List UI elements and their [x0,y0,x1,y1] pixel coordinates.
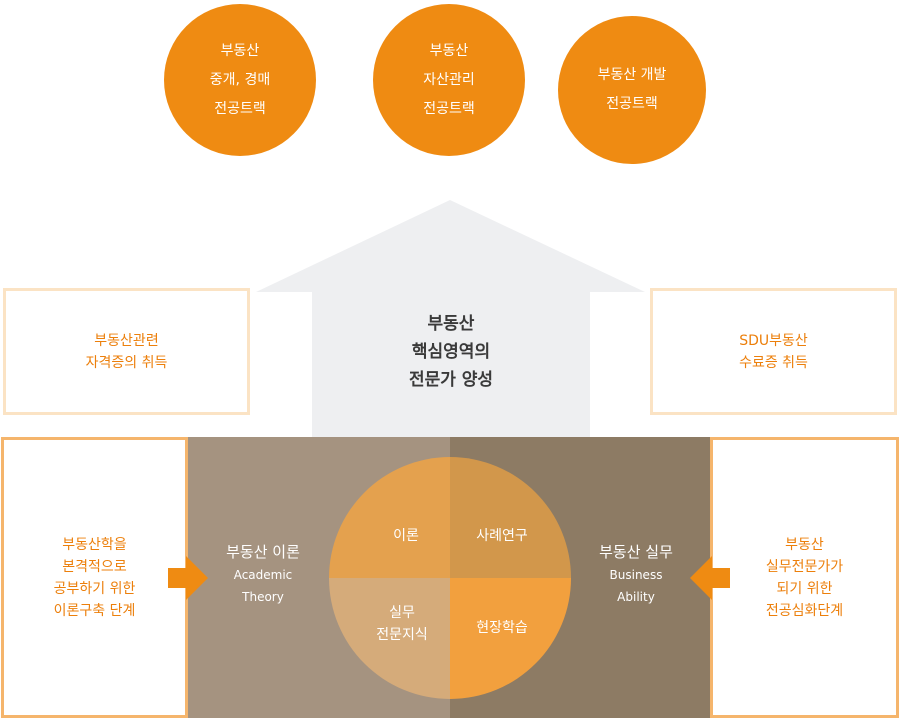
box-line: SDU부동산 [739,332,808,349]
certificate-box: 부동산관련 자격증의 취득 [3,288,250,415]
track-circle-development: 부동산 개발 전공트랙 [558,16,706,164]
quadrant-label-field-learning: 현장학습 [456,614,548,642]
box-line: 수료증 취득 [739,354,808,371]
track-circle-asset-management: 부동산 자산관리 전공트랙 [373,4,525,156]
completion-certificate-box: SDU부동산 수료증 취득 [650,288,897,415]
practice-stage-box: 부동산 실무전문가가 되기 위한 전공심화단계 [710,437,899,718]
box-line: 부동산학을 [62,536,127,553]
core-line: 부동산 [427,314,475,334]
core-line: 핵심영역의 [411,342,491,362]
quadrant-circle [329,457,571,699]
quadrant-top-right [450,457,571,578]
box-line: 부동산 [785,536,824,553]
core-goal: 부동산 핵심영역의 전문가 양성 [312,302,590,402]
box-line: 본격적으로 [62,558,127,575]
track-line: 부동산 개발 [597,67,667,83]
left-pointing-arrow-icon [690,556,730,600]
quadrant-label-theory: 이론 [368,522,444,550]
track-line: 부동산 [220,42,260,59]
track-circle-brokerage: 부동산 중개, 경매 전공트랙 [164,4,316,156]
track-line: 전공트랙 [214,100,266,117]
theory-stage-box: 부동산학을 본격적으로 공부하기 위한 이론구축 단계 [1,437,188,718]
box-line: 이론구축 단계 [53,602,136,619]
box-line: 전공심화단계 [765,602,844,619]
box-line: 실무전문가가 [765,558,844,575]
quadrant-text: 현장학습 [476,620,528,636]
box-line: 부동산관련 [94,332,159,349]
quadrant-bottom-right [450,578,571,699]
theory-sub: Academic [233,568,293,582]
practice-sub: Business [609,568,663,582]
box-line: 공부하기 위한 [53,580,136,597]
quadrant-label-case-study: 사례연구 [456,522,548,550]
quadrant-text: 실무 [389,605,415,621]
practice-label: 부동산 실무 Business Ability [572,540,700,608]
quadrant-text: 이론 [393,528,419,544]
right-pointing-arrow-icon [168,556,208,600]
theory-sub: Theory [242,590,284,604]
quadrant-text: 전문지식 [376,627,428,643]
quadrant-text: 사례연구 [476,528,528,544]
quadrant-top-left [329,457,450,578]
practice-sub: Ability [617,590,655,604]
track-line: 전공트랙 [606,96,658,112]
track-line: 부동산 [429,42,469,59]
quadrant-label-expertise: 실무 전문지식 [352,598,452,650]
quadrant-bottom-left [329,578,450,699]
track-line: 전공트랙 [423,100,475,117]
theory-label: 부동산 이론 Academic Theory [200,540,326,608]
box-line: 자격증의 취득 [85,354,168,371]
track-line: 중개, 경매 [209,71,271,88]
core-line: 전문가 양성 [408,370,494,390]
track-line: 자산관리 [423,71,475,88]
practice-title: 부동산 실무 [599,543,673,561]
box-line: 되기 위한 [776,580,833,597]
theory-title: 부동산 이론 [226,543,300,561]
